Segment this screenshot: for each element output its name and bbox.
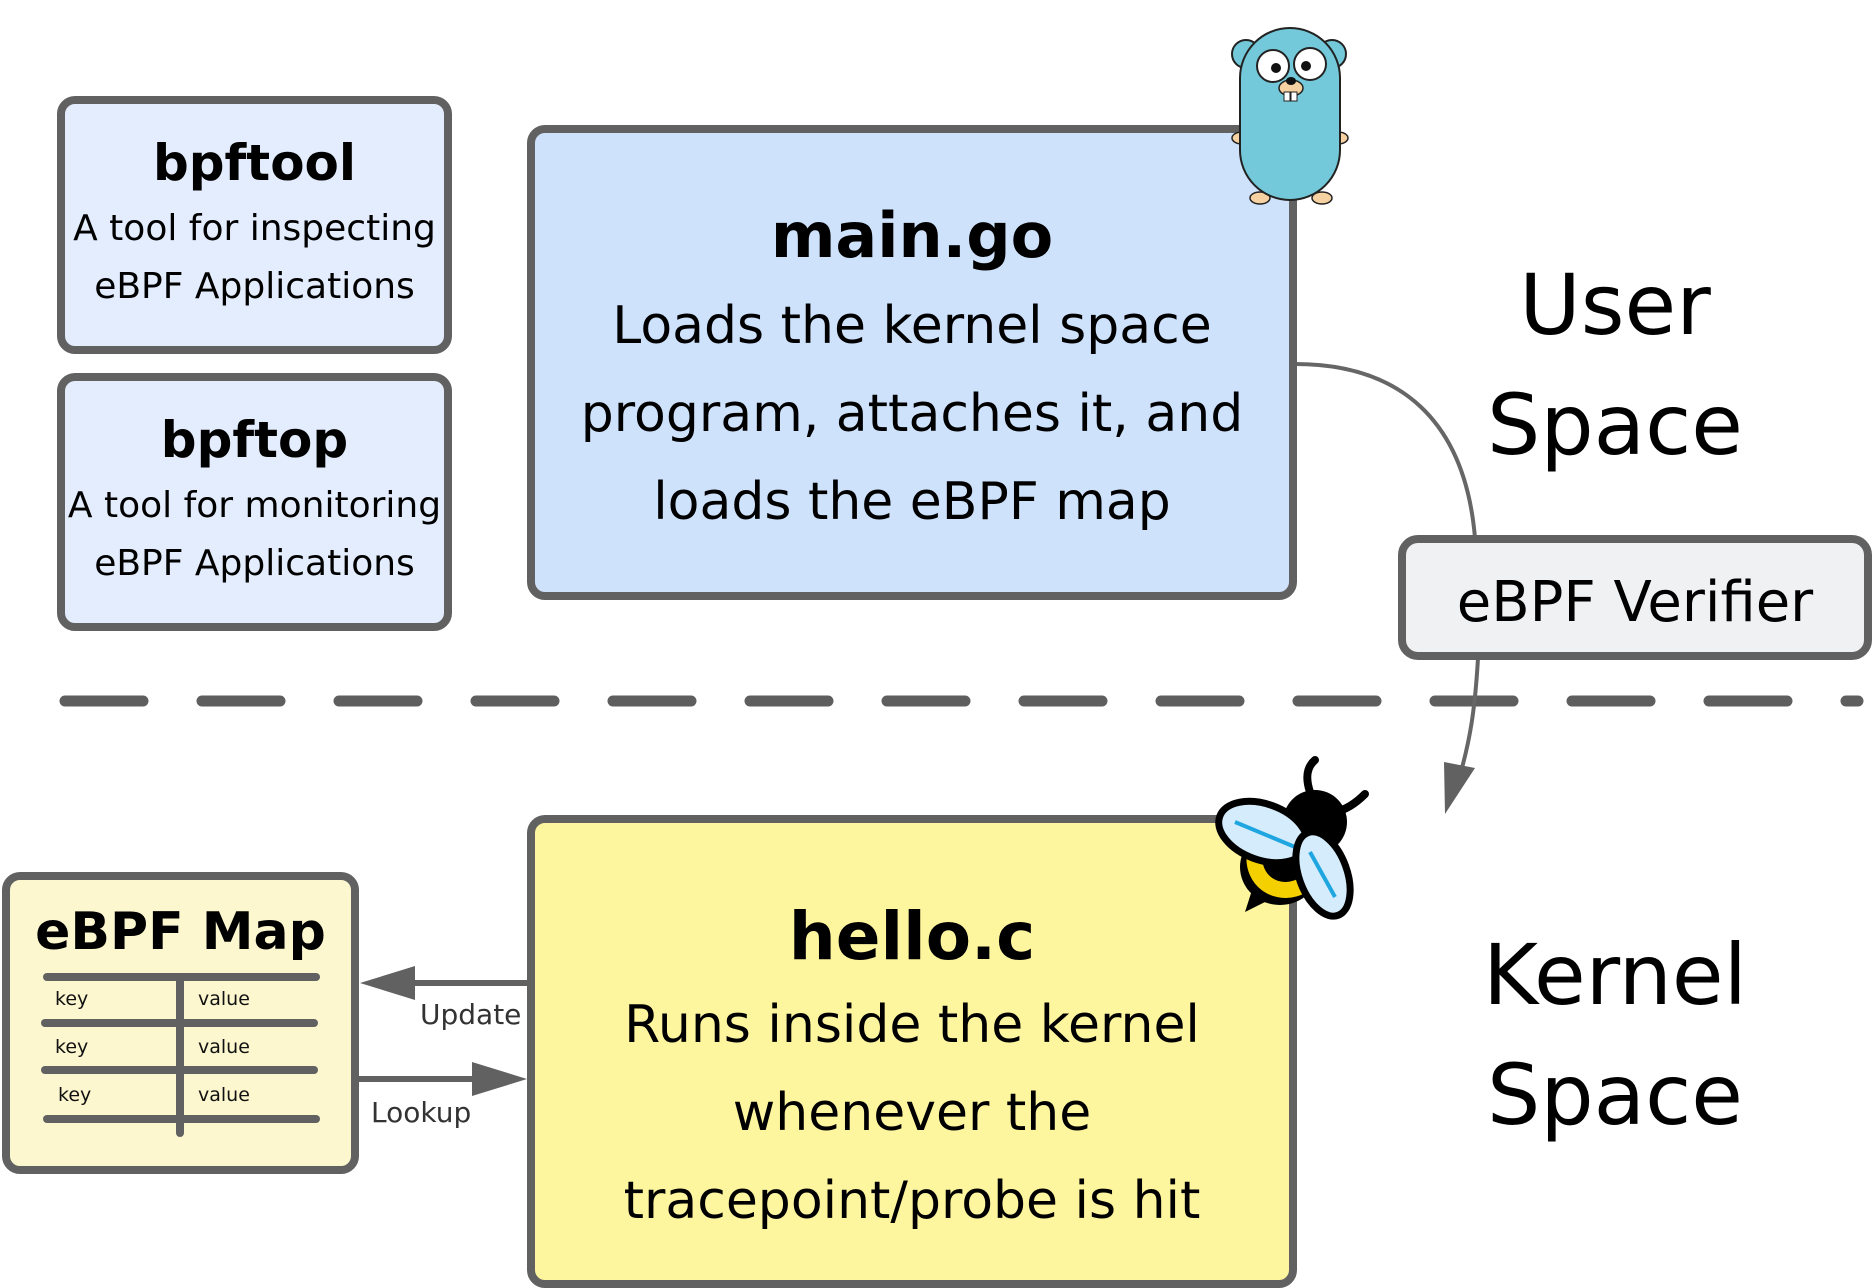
map-key-cell: key — [55, 1036, 89, 1058]
update-arrowhead-icon — [360, 966, 415, 1000]
lookup-arrowhead-icon — [472, 1062, 527, 1096]
user-space-label-line-1: User — [1519, 256, 1711, 354]
bpftool-box: bpftool A tool for inspecting eBPF Appli… — [57, 96, 452, 354]
hello-c-desc-line-2: whenever the — [732, 1083, 1092, 1143]
bpftool-desc-line-1: A tool for inspecting — [73, 208, 436, 249]
ebpf-verifier-label: eBPF Verifier — [1456, 570, 1814, 635]
go-gopher-icon — [1231, 27, 1349, 205]
map-key-cell: key — [55, 988, 89, 1010]
user-space-label-line-2: Space — [1487, 376, 1743, 474]
main-go-title: main.go — [770, 199, 1054, 272]
map-key-cell: key — [58, 1084, 92, 1106]
bpftool-desc-line-2: eBPF Applications — [94, 266, 415, 307]
bpftool-title: bpftool — [152, 134, 357, 192]
bpftop-desc-line-2: eBPF Applications — [94, 543, 415, 584]
hello-c-desc-line-3: tracepoint/probe is hit — [623, 1171, 1201, 1231]
main-go-desc-line-1: Loads the kernel space — [612, 296, 1212, 356]
kernel-space-label-line-1: Kernel — [1483, 926, 1747, 1024]
kernel-space-label: Kernel Space — [1455, 915, 1775, 1155]
main-go-desc-line-3: loads the eBPF map — [653, 472, 1171, 532]
bpftop-title: bpftop — [160, 411, 349, 469]
bpftop-desc-line-1: A tool for monitoring — [67, 485, 442, 526]
bpftop-box: bpftop A tool for monitoring eBPF Applic… — [57, 373, 452, 631]
lookup-arrow-label: Lookup — [371, 1096, 472, 1129]
hello-c-title: hello.c — [788, 898, 1036, 975]
ebpf-verifier-box: eBPF Verifier — [1398, 535, 1872, 660]
hello-c-box: hello.c Runs inside the kernel whenever … — [527, 815, 1297, 1288]
hello-c-desc-line-1: Runs inside the kernel — [624, 995, 1200, 1055]
user-space-label: User Space — [1455, 245, 1775, 485]
ebpf-bee-icon — [1215, 756, 1369, 920]
kernel-space-label-line-2: Space — [1487, 1046, 1743, 1144]
verifier-arrowhead-icon — [1444, 762, 1475, 814]
map-value-cell: value — [198, 1084, 250, 1106]
update-arrow-label: Update — [420, 998, 522, 1031]
map-value-cell: value — [198, 1036, 250, 1058]
main-go-desc-line-2: program, attaches it, and — [580, 384, 1244, 444]
verifier-to-kernel-connector — [1458, 657, 1480, 776]
main-go-box: main.go Loads the kernel space program, … — [527, 125, 1297, 600]
map-value-cell: value — [198, 988, 250, 1010]
main-to-verifier-connector — [1294, 362, 1477, 539]
ebpf-map-title: eBPF Map — [35, 902, 326, 962]
